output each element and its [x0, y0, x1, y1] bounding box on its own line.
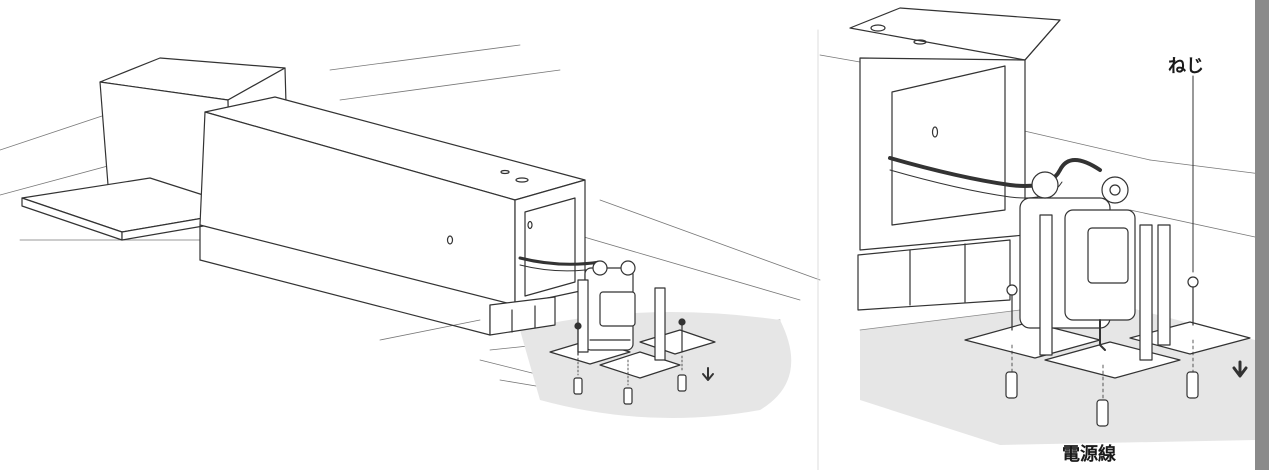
left-view: [0, 44, 821, 418]
right-screws: [1005, 75, 1248, 427]
screw-icon: [677, 318, 687, 392]
right-view: [819, 7, 1269, 445]
screw-icon: [1096, 364, 1109, 427]
left-pump-assembly: [549, 260, 716, 379]
screw-icon: [1005, 284, 1018, 399]
power-cable-label: 電源線: [1062, 444, 1116, 465]
left-main-box: [199, 96, 586, 336]
left-screws: [573, 318, 714, 405]
page-edge-bar: [1255, 0, 1269, 470]
screw-label: ねじ: [1168, 56, 1204, 77]
screw-icon: [573, 322, 583, 395]
right-pump-assembly: [964, 171, 1251, 379]
arrow-down-icon: [1232, 360, 1248, 378]
left-hose: [518, 256, 602, 266]
left-guide-lines: [0, 44, 821, 391]
screw-icon: [1186, 276, 1199, 399]
screw-icon: [623, 359, 633, 405]
right-hose: [888, 156, 1102, 188]
arrow-down-icon: [702, 367, 714, 381]
right-box: [849, 7, 1061, 311]
